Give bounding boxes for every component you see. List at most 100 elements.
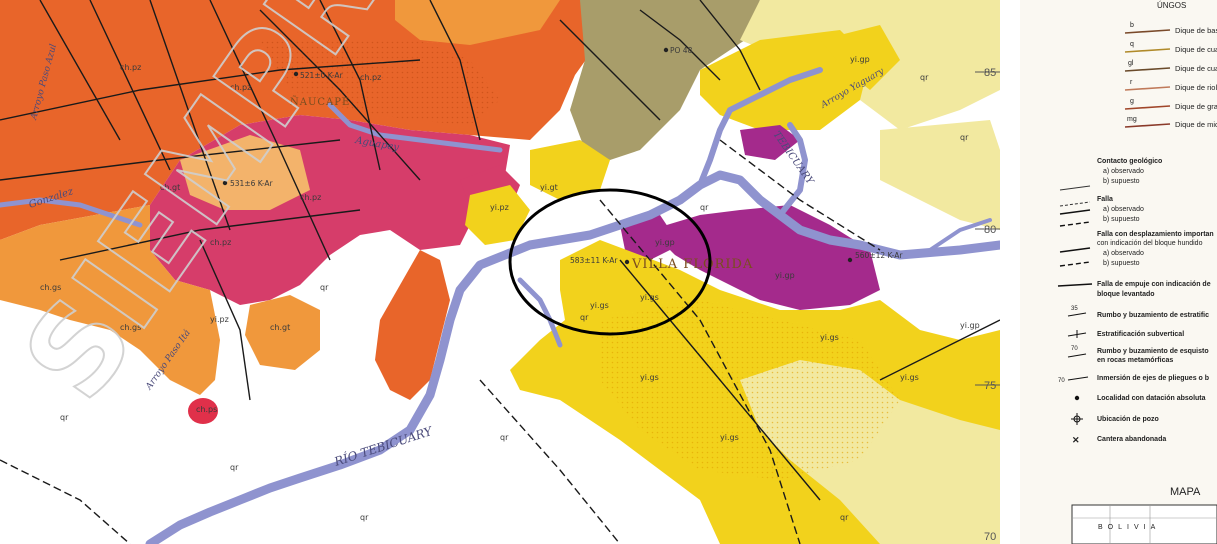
- legend-item-label: Falla de empuje con indicación de: [1097, 281, 1211, 288]
- texture-yellow: [600, 300, 900, 480]
- legend-item-label: Ubicación de pozo: [1097, 416, 1159, 423]
- unit-orange-southwest: [0, 205, 220, 395]
- map-panel: VILLA FLORIDA RÍO TEBICUARY TEBICUARY Ar…: [0, 0, 1005, 544]
- unit-label: yi.gp: [655, 238, 675, 247]
- unit-label: ch.pz: [210, 238, 231, 247]
- river-tributary-south: [517, 277, 563, 348]
- inset-map-label: BOLIVIA: [1098, 524, 1160, 531]
- legend-dike-label: Dique de bas: [1175, 26, 1217, 35]
- legend-dikes: b Dique de bas q Dique de cua gl Dique d…: [1124, 22, 1217, 129]
- legend-header: ÚNGOS: [1157, 1, 1186, 10]
- coord-label: 70: [984, 531, 996, 543]
- inset-map-frame: [1071, 504, 1217, 544]
- legend-item-label: Localidad con datación absoluta: [1097, 395, 1206, 402]
- svg-text:70: 70: [1071, 346, 1078, 352]
- unit-yellow-ne: [820, 25, 900, 90]
- legend-item-label: Falla con desplazamiento importan: [1097, 231, 1214, 238]
- river-tebicuary-east: [777, 122, 808, 218]
- texture-orange-red: [260, 40, 500, 125]
- datation-labels: 531±6 K-Ar 521±0 K-Ar PO 48 560±12 K-Ar …: [230, 46, 903, 265]
- unit-yellow-west-patch: [465, 185, 530, 245]
- svg-text:70: 70: [1058, 378, 1065, 384]
- legend-background: [1020, 0, 1217, 544]
- unit-label: ch.pz: [360, 73, 381, 82]
- river-gonzalez: [0, 197, 143, 228]
- unit-olive-north: [570, 0, 760, 160]
- inset-map: MAPA BOLIVIA: [1071, 486, 1217, 544]
- unit-label: qr: [360, 513, 369, 522]
- label-naucape: ÑAUCAPE: [290, 96, 350, 108]
- unit-label: ch.gs: [120, 323, 141, 332]
- legend-item-sub: b) supuesto: [1103, 216, 1140, 223]
- unit-red-small-patch: [188, 398, 218, 424]
- coordinate-labels: 85 80 75 70: [975, 67, 1000, 543]
- unit-label: ch.gs: [40, 283, 61, 292]
- svg-text:gl: gl: [1128, 60, 1134, 67]
- unit-label: qr: [700, 203, 709, 212]
- unit-label: yi.pz: [210, 315, 229, 324]
- legend-item-label: Falla: [1097, 196, 1113, 203]
- legend-item-label: Cantera abandonada: [1097, 436, 1166, 443]
- unit-orange-red-tongue: [375, 250, 450, 400]
- unit-orange-sw-small: [245, 295, 320, 370]
- datation-label: 583±11 K-Ar: [570, 256, 618, 265]
- unit-orange-red-northwest: [0, 0, 640, 240]
- unit-label: qr: [580, 313, 589, 322]
- svg-text:q: q: [1130, 41, 1134, 48]
- inset-map-title: MAPA: [1170, 486, 1201, 498]
- legend-item-label: Contacto geológico: [1097, 158, 1162, 165]
- coord-label: 75: [984, 380, 996, 392]
- unit-label: yi.gp: [775, 271, 795, 280]
- svg-text:35: 35: [1071, 306, 1078, 312]
- unit-magenta-center: [620, 215, 680, 260]
- legend-item-sub: b) supuesto: [1103, 260, 1140, 267]
- legend-dike-label: Dique de cua: [1175, 64, 1217, 73]
- unit-label: qr: [60, 413, 69, 422]
- unit-labels: ch.pz ch.pz ch.pz ch.pz ch.pz yi.gp yi.g…: [40, 55, 980, 522]
- legend-symbols: Contacto geológico a) observado b) supue…: [1057, 158, 1214, 445]
- unit-label: yi.gs: [820, 333, 839, 342]
- svg-text:g: g: [1130, 98, 1134, 105]
- unit-label: qr: [500, 433, 509, 442]
- unit-label: yi.gs: [640, 373, 659, 382]
- unit-pale-yellow-east: [880, 120, 1000, 230]
- river-tributary-upper: [697, 67, 823, 188]
- unit-label: ch.pz: [230, 83, 251, 92]
- legend-item-sub: a) observado: [1103, 168, 1144, 175]
- unit-label: yi.gs: [900, 373, 919, 382]
- unit-label: yi.gs: [720, 433, 739, 442]
- datation-label: 560±12 K-Ar: [855, 251, 903, 260]
- legend-item-label: Rumbo y buzamiento de estratific: [1097, 312, 1209, 319]
- legend-item-sub: b) supuesto: [1103, 178, 1140, 185]
- svg-text:✕: ✕: [1072, 435, 1080, 445]
- legend-item-sub: a) observado: [1103, 206, 1144, 213]
- unit-label: qr: [320, 283, 329, 292]
- datation-label: PO 48: [670, 46, 693, 55]
- unit-label: qr: [960, 133, 969, 142]
- legend-panel: ÚNGOS b Dique de bas q Dique de cua gl D…: [1020, 0, 1217, 544]
- legend-item-label: Inmersión de ejes de pliegues o b: [1097, 375, 1209, 382]
- unit-label: qr: [230, 463, 239, 472]
- legend-item-sub: bloque levantado: [1097, 291, 1155, 298]
- legend-dike-label: Dique de cua: [1175, 45, 1217, 54]
- legend-item-label: Estratificación subvertical: [1097, 331, 1184, 338]
- legend-item-label: Rumbo y buzamiento de esquisto: [1097, 348, 1209, 355]
- unit-label: ch.gt: [160, 183, 180, 192]
- svg-text:r: r: [1130, 79, 1133, 86]
- panel-divider: [1000, 0, 1020, 544]
- datation-label: 521±0 K-Ar: [300, 71, 344, 80]
- unit-label: yi.gp: [850, 55, 870, 64]
- legend-item-sub: a) observado: [1103, 250, 1144, 257]
- unit-yellow-northcentral: [530, 140, 610, 200]
- sample-localities: [222, 47, 853, 265]
- label-villa-florida: VILLA FLORIDA: [631, 257, 753, 272]
- svg-text:mg: mg: [1127, 116, 1137, 123]
- unit-label: yi.pz: [490, 203, 509, 212]
- unit-label: ch.pz: [120, 63, 141, 72]
- unit-label: ch.ps: [196, 405, 217, 414]
- legend-item-sub: en rocas metamórficas: [1097, 357, 1173, 364]
- legend-item-sub: con indicación del bloque hundido: [1097, 240, 1203, 247]
- highlight-ellipse: [508, 188, 712, 336]
- unit-label: ch.pz: [300, 193, 321, 202]
